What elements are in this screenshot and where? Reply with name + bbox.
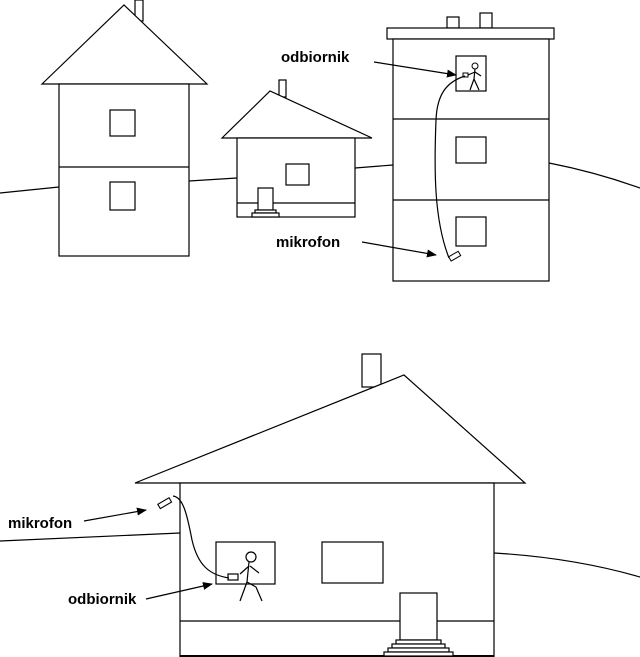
- person-with-receiver-icon: [227, 551, 263, 602]
- bottom-receiver-arrow: [145, 582, 213, 600]
- microphone-cable: [172, 495, 230, 579]
- roof: [40, 4, 209, 85]
- bottom-microphone-arrow: [83, 507, 147, 522]
- step: [383, 651, 454, 657]
- step: [251, 212, 280, 218]
- microphone-cable: [434, 75, 466, 259]
- door: [257, 187, 274, 211]
- top-house-small: [220, 79, 373, 218]
- roof-slab: [386, 27, 555, 40]
- roof: [220, 90, 373, 139]
- door: [399, 592, 438, 641]
- top-ground-line-mid1: [188, 177, 238, 182]
- top-microphone-label: mikrofon: [276, 234, 340, 251]
- top-scene: odbiornik mikrofon: [0, 0, 640, 282]
- top-house-tall: [40, 0, 209, 257]
- chimney: [479, 12, 493, 29]
- chimney: [361, 353, 382, 388]
- top-ground-line-left: [0, 186, 60, 194]
- roof: [134, 374, 527, 484]
- chimney: [278, 79, 287, 98]
- bottom-ground-line-left: [0, 532, 181, 542]
- window: [109, 109, 136, 137]
- microphone-icon: [157, 497, 173, 510]
- window: [285, 163, 310, 186]
- chimney: [446, 16, 460, 29]
- bottom-receiver-label: odbiornik: [68, 591, 137, 608]
- top-microphone-arrow: [361, 241, 437, 258]
- top-apartment-block: [386, 12, 555, 282]
- top-ground-line-right: [548, 162, 640, 189]
- bottom-house: [134, 353, 527, 657]
- window: [455, 136, 487, 164]
- bottom-scene: mikrofon odbiornik: [0, 353, 640, 657]
- window: [455, 216, 487, 247]
- top-receiver-arrow: [373, 61, 457, 78]
- top-ground-line-mid2: [354, 164, 394, 169]
- bottom-microphone-label: mikrofon: [8, 515, 72, 532]
- bottom-ground-line-right: [493, 552, 640, 578]
- window: [321, 541, 384, 584]
- window: [109, 181, 136, 211]
- person-with-receiver-icon: [462, 62, 482, 91]
- microphone-icon: [447, 250, 462, 262]
- top-receiver-label: odbiornik: [281, 49, 350, 66]
